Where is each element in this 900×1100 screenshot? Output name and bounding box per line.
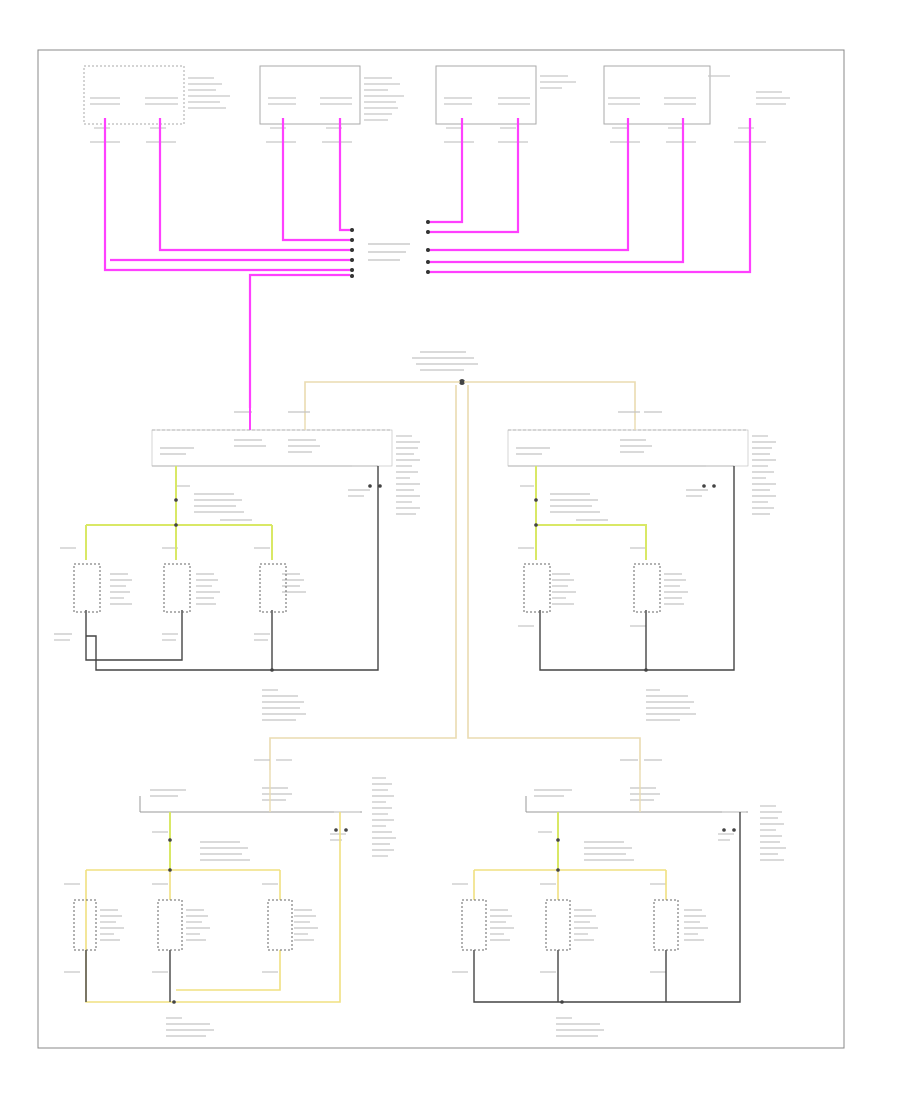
tan-power-feed [269, 381, 641, 770]
right-rear-seat-circuit [452, 759, 786, 1037]
diagram-frame [37, 49, 845, 1049]
left-rear-seat-circuit [64, 759, 396, 1037]
splice-pack [350, 220, 430, 278]
pink-wire-harness [103, 118, 752, 408]
left-front-seat-circuit [54, 408, 420, 721]
top-control-modules [83, 65, 711, 125]
junction-label [412, 351, 478, 371]
junction-point [459, 379, 465, 385]
top-module-labels [90, 75, 790, 143]
right-front-seat-circuit [507, 411, 776, 721]
